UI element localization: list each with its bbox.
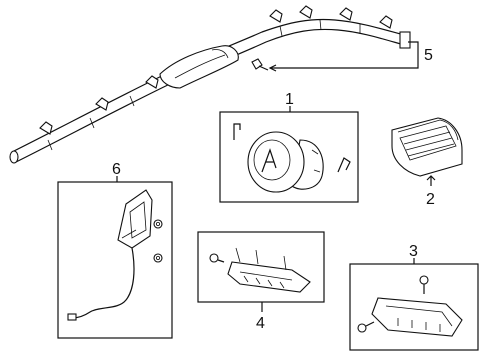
curtain-airbag[interactable] (9, 5, 411, 164)
callout-2-leader (426, 175, 436, 186)
curtain-airbag-bolt[interactable] (251, 58, 269, 71)
wire-clip-left (233, 123, 241, 140)
wire-clip-right (337, 157, 351, 173)
airbag-control-module[interactable] (371, 297, 463, 337)
bracket-bolt[interactable] (209, 253, 225, 263)
knee-airbag-harness (71, 247, 135, 319)
knee-airbag-nuts[interactable] (153, 219, 163, 263)
callout-3: 3 (409, 243, 418, 260)
module-screw-left[interactable] (357, 321, 375, 333)
part-1-box (219, 111, 359, 203)
callout-6: 6 (112, 161, 121, 178)
callout-5: 5 (424, 47, 433, 64)
part-4-box (197, 231, 325, 303)
passenger-airbag-module[interactable] (391, 117, 463, 177)
callout-2: 2 (426, 191, 435, 208)
callout-4: 4 (256, 315, 265, 332)
side-module-bracket[interactable] (227, 247, 311, 293)
steering-airbag-module[interactable] (247, 131, 324, 193)
part-6-box (57, 181, 173, 339)
harness-connector (67, 313, 77, 321)
callout-1: 1 (285, 91, 294, 108)
module-screw-top[interactable] (419, 275, 429, 294)
knee-airbag-module[interactable] (117, 189, 153, 249)
callout-5-leader (268, 41, 419, 72)
